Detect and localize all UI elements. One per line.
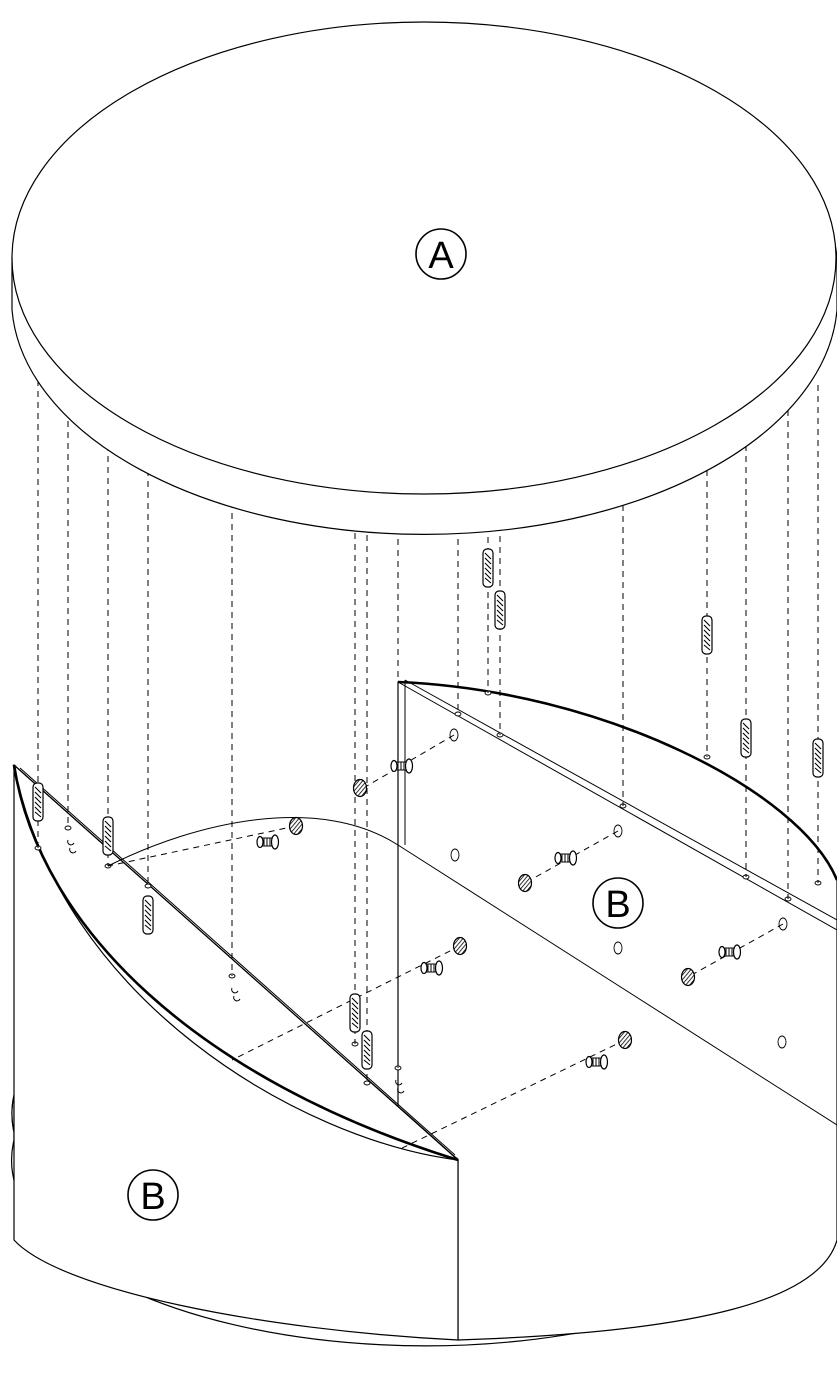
- side-panel-b-right: [397, 679, 837, 1341]
- wooden-dowel-icon: [494, 590, 506, 630]
- cam-lock-nut-icon: [352, 778, 368, 798]
- top-edge-hole: [64, 825, 72, 831]
- inner-arc: [107, 817, 399, 867]
- top-edge-hole: [144, 883, 152, 889]
- cam-lock-nut-icon: [452, 936, 468, 956]
- cam-lock-nut-icon: [517, 873, 533, 893]
- wooden-dowel-icon: [32, 782, 44, 822]
- top-edge-hole: [363, 1080, 371, 1086]
- callout-label-a: A: [428, 235, 454, 277]
- wooden-dowel-icon: [701, 615, 713, 655]
- callout-part-a: A: [415, 228, 467, 280]
- wooden-dowel-icon: [102, 816, 114, 856]
- wooden-dowel-icon: [142, 895, 154, 935]
- top-edge-hole: [454, 711, 462, 717]
- cam-hole: [450, 848, 460, 862]
- cam-lock-screw-icon: [256, 834, 280, 850]
- wooden-dowel-icon: [361, 1030, 373, 1070]
- cam-lock-nut-icon: [680, 967, 696, 987]
- cam-lock-nut-icon: [617, 1030, 633, 1050]
- callout-part-b-right: B: [592, 877, 644, 929]
- cam-lock-nut-icon: [288, 816, 304, 836]
- wooden-dowel-icon: [740, 718, 752, 758]
- alignment-lines: [37, 380, 819, 1151]
- callout-label-b: B: [605, 884, 630, 926]
- callout-part-b-left: B: [127, 1169, 179, 1221]
- wooden-dowel-icon: [349, 993, 361, 1033]
- wooden-dowel-icon: [812, 738, 824, 778]
- cam-hole: [613, 941, 623, 955]
- cam-hole: [777, 1035, 787, 1049]
- wooden-dowel-icon: [482, 548, 494, 588]
- callout-label-b: B: [140, 1176, 165, 1218]
- side-panel-b-left: [12, 764, 459, 1341]
- top-disc-a: [11, 21, 837, 535]
